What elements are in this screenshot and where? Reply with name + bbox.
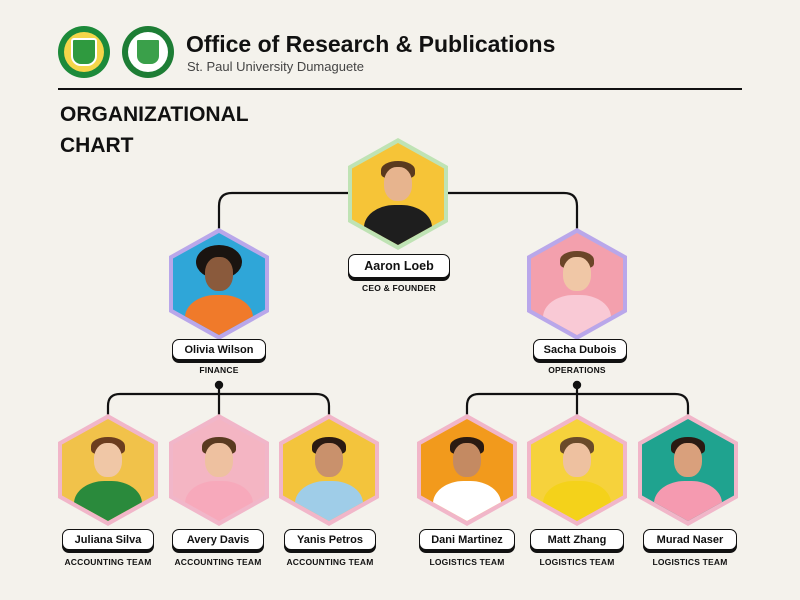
team-member-name: Murad Naser xyxy=(643,529,737,550)
team-member-role: LOGISTICS TEAM xyxy=(652,557,728,567)
header-divider xyxy=(58,88,742,90)
team-member-name: Matt Zhang xyxy=(530,529,624,550)
team-member-name: Dani Martinez xyxy=(419,529,515,550)
finance-branch-node xyxy=(214,380,224,390)
university-name: St. Paul University Dumaguete xyxy=(187,59,365,74)
team-member-role: ACCOUNTING TEAM xyxy=(64,557,152,567)
manager-role: OPERATIONS xyxy=(548,365,606,375)
team-member-role: ACCOUNTING TEAM xyxy=(286,557,374,567)
team-member-name: Avery Davis xyxy=(172,529,264,550)
page-title: ORGANIZATIONAL CHART xyxy=(60,103,249,157)
team-member-name: Juliana Silva xyxy=(62,529,154,550)
manager-name: Sacha Dubois xyxy=(533,339,627,360)
office-title: Office of Research & Publications xyxy=(186,31,556,57)
manager-photo xyxy=(169,228,269,340)
manager-photo xyxy=(527,228,627,340)
team-member-role: LOGISTICS TEAM xyxy=(429,557,505,567)
university-seal-logo xyxy=(58,26,110,78)
team-member-role: ACCOUNTING TEAM xyxy=(174,557,262,567)
team-member-role: LOGISTICS TEAM xyxy=(539,557,615,567)
team-member-photo xyxy=(638,414,738,526)
manager-name: Olivia Wilson xyxy=(172,339,266,360)
manager-role: FINANCE xyxy=(199,365,239,375)
operations-branch-node xyxy=(572,380,582,390)
ceo-name: Aaron Loeb xyxy=(348,254,450,278)
ceo-role: CEO & FOUNDER xyxy=(362,283,436,293)
office-seal-logo xyxy=(122,26,174,78)
team-member-photo xyxy=(527,414,627,526)
team-member-name: Yanis Petros xyxy=(284,529,376,550)
